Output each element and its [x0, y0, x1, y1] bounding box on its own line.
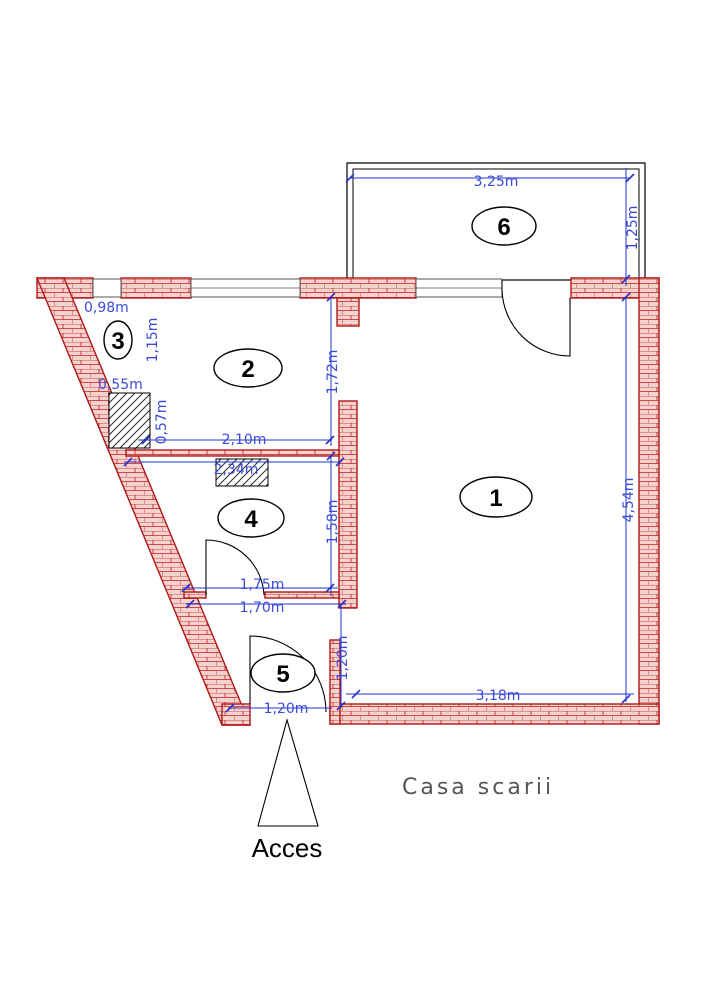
- dim-room3-top: 0,98m: [84, 300, 129, 316]
- plan-caption: Casa scarii: [402, 775, 554, 800]
- balcony-door: [501, 280, 571, 357]
- window-1: [92, 278, 122, 298]
- dim-room5-width: 1,20m: [264, 701, 309, 717]
- doors: [205, 280, 571, 713]
- top-wall-pier: [336, 297, 360, 327]
- top-wall-mid: [120, 277, 192, 299]
- door-room4: [205, 539, 265, 596]
- dim-balcony-depth: 1,25m: [625, 206, 641, 251]
- dim-room2-width: 2,10m: [222, 432, 267, 448]
- dim-room4-height: 1,58m: [325, 500, 341, 545]
- slanted-left-wall: [35, 277, 252, 726]
- room-label-5: 5: [250, 653, 316, 693]
- svg-text:5: 5: [276, 661, 289, 688]
- dim-balcony-width: 3,25m: [474, 174, 519, 190]
- room-label-2: 2: [213, 348, 283, 388]
- partition-2-4: [125, 449, 340, 457]
- bottom-wall: [329, 703, 660, 725]
- access-arrow: [257, 717, 319, 827]
- dim-room3-side: 1,15m: [145, 318, 161, 363]
- shaft-hatch: [215, 458, 269, 487]
- access-label: Acces: [252, 833, 323, 863]
- entry-door: [249, 635, 327, 713]
- room-labels: 1 2 3 4 5 6: [103, 206, 537, 693]
- partition-4-5-left: [183, 591, 207, 599]
- interior-wall: [338, 400, 358, 609]
- right-wall: [638, 277, 660, 725]
- room-label-4: 4: [217, 498, 285, 538]
- dimension-lines: [123, 168, 635, 713]
- room-label-3: 3: [103, 320, 133, 360]
- dim-room4-top: 2,34m: [214, 462, 259, 478]
- dim-niche-depth: 0,57m: [154, 400, 170, 445]
- entry-jamb: [329, 639, 341, 725]
- dim-room4-bottom-b: 1,70m: [240, 600, 285, 616]
- dimension-labels: 3,25m 1,25m 0,98m 1,15m 0,55m 0,57m 1,72…: [84, 174, 641, 717]
- dim-niche-width: 0,55m: [98, 377, 143, 393]
- bottom-wall-left-stub: [221, 703, 251, 726]
- dim-room1-width: 3,18m: [476, 688, 521, 704]
- room-label-1: 1: [459, 476, 533, 518]
- svg-text:1: 1: [489, 485, 502, 512]
- room-label-6: 6: [471, 206, 537, 246]
- niche-hatch: [108, 392, 151, 449]
- svg-text:4: 4: [244, 506, 258, 533]
- walls: [35, 277, 660, 726]
- top-wall-center: [299, 277, 417, 299]
- dim-room4-bottom-a: 1,75m: [240, 577, 285, 593]
- svg-text:6: 6: [497, 214, 510, 241]
- svg-text:3: 3: [111, 328, 124, 355]
- svg-text:2: 2: [241, 356, 254, 383]
- dim-room5-height: 1,20m: [335, 636, 351, 681]
- partition-4-5-right: [264, 591, 340, 599]
- dim-room2-height: 1,72m: [325, 350, 341, 395]
- dim-room1-height: 4,54m: [621, 478, 637, 523]
